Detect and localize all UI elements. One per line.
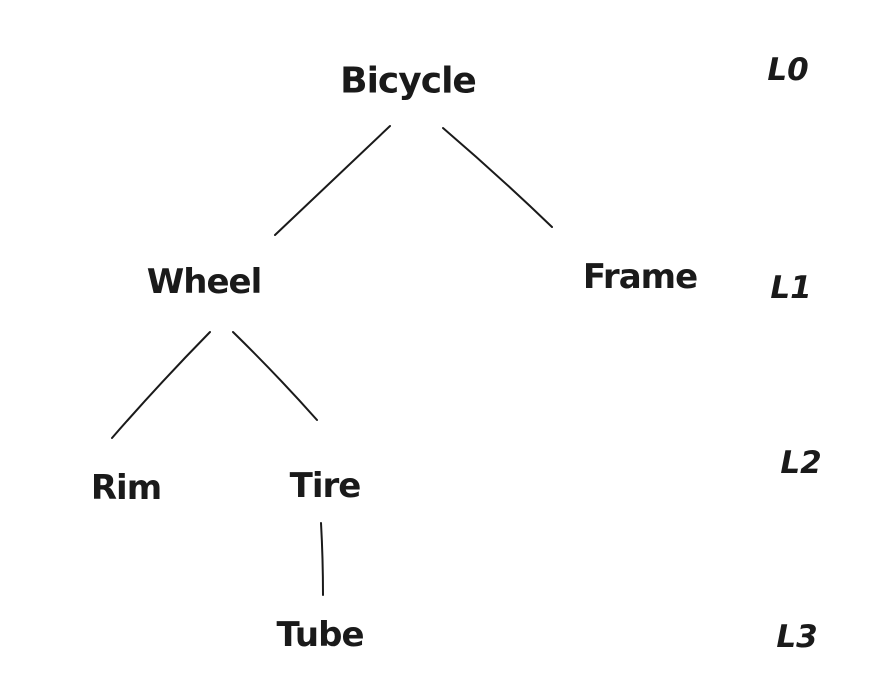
edge-bicycle-wheel <box>274 125 391 236</box>
edge-bicycle-frame <box>442 127 553 228</box>
edge-wheel-tire <box>232 331 318 421</box>
level-label-l2: L2 <box>780 445 822 481</box>
edge-wheel-rim <box>111 331 211 439</box>
tree-node-tube: Tube <box>276 615 364 655</box>
tree-node-wheel: Wheel <box>146 262 262 302</box>
tree-node-tire: Tire <box>289 466 362 506</box>
tree-node-bicycle: Bicycle <box>340 60 477 102</box>
tree-node-rim: Rim <box>90 468 162 508</box>
level-label-l3: L3 <box>776 619 818 655</box>
level-label-l1: L1 <box>770 270 812 306</box>
edge-tire-tube <box>320 522 324 596</box>
tree-node-frame: Frame <box>582 257 698 297</box>
level-label-l0: L0 <box>767 52 809 88</box>
